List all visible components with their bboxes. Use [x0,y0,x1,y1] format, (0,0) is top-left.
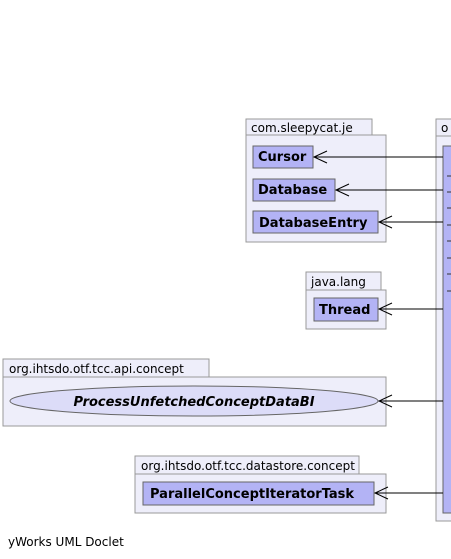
edge-to-database [334,183,443,197]
package-api-concept: org.ihtsdo.otf.tcc.api.concept ProcessUn… [2,358,387,427]
package-tab [435,118,451,137]
package-com-sleepycat-je: com.sleepycat.je Cursor Database Databas… [245,118,387,243]
edge-to-thread [377,302,443,316]
class-name: ParallelConceptIteratorTask [150,487,354,502]
edge-to-parallel-iterator-task [373,486,443,500]
package-name: org.ihtsdo.otf.tcc.datastore.concept [141,459,355,473]
class-member-ticks [447,175,451,292]
class-partial[interactable] [442,145,451,514]
edge-to-cursor [312,150,443,164]
class-name: DatabaseEntry [259,216,368,231]
dependency-edges [312,150,443,500]
class-name: Database [258,183,327,198]
class-database-entry[interactable]: DatabaseEntry [252,210,379,234]
class-thread[interactable]: Thread [313,297,379,322]
class-name: Cursor [258,150,307,165]
package-name: o [441,121,448,135]
footer-label: yWorks UML Doclet [8,535,124,549]
package-name: org.ihtsdo.otf.tcc.api.concept [9,362,184,376]
package-name: com.sleepycat.je [251,121,353,135]
interface-name: ProcessUnfetchedConceptDataBI [73,395,314,410]
class-parallel-concept-iterator-task[interactable]: ParallelConceptIteratorTask [142,481,375,506]
class-name: Thread [319,303,370,318]
package-java-lang: java.lang Thread [305,271,387,330]
interface-process-unfetched-concept-data-bi[interactable]: ProcessUnfetchedConceptDataBI [9,385,379,417]
package-right-partial: o [435,118,451,522]
package-datastore-concept: org.ihtsdo.otf.tcc.datastore.concept Par… [134,455,387,514]
edge-to-database-entry [377,215,443,229]
class-database[interactable]: Database [252,178,336,202]
package-name: java.lang [310,275,366,289]
edge-to-process-unfetched [377,394,443,408]
class-cursor[interactable]: Cursor [252,145,314,169]
